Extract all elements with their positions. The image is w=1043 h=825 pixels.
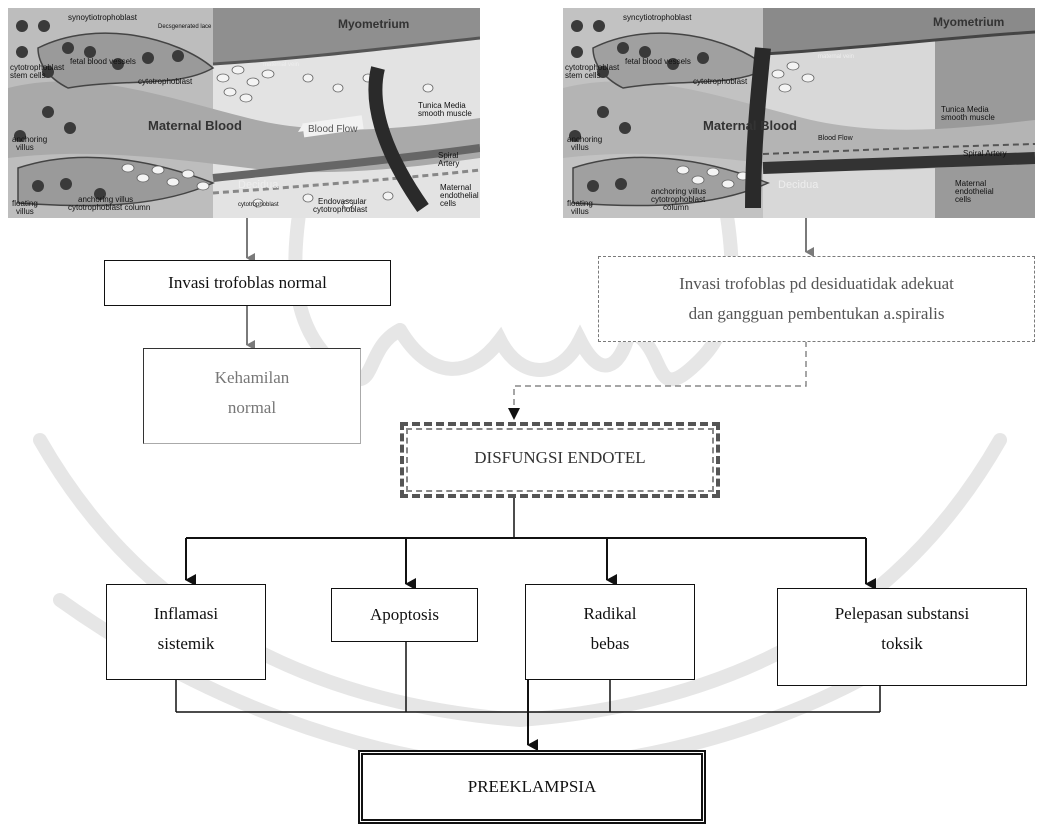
node-inflamasi-line2: sistemik [107, 629, 265, 659]
node-inflamasi-sistemik: Inflamasi sistemik [106, 584, 266, 680]
node-kehamilan-normal: Kehamilan normal [143, 348, 361, 444]
node-invasi-normal: Invasi trofoblas normal [104, 260, 391, 306]
node-radikal-line2: bebas [526, 629, 694, 659]
node-kehamilan-line2: normal [144, 393, 360, 423]
node-inflamasi-line1: Inflamasi [107, 599, 265, 629]
node-disfungsi-text: DISFUNGSI ENDOTEL [404, 426, 716, 490]
node-preeklampsia-text: PREEKLAMPSIA [363, 755, 701, 819]
node-preeklampsia: PREEKLAMPSIA [358, 750, 706, 824]
arrow-to-disfungsi [508, 408, 520, 420]
node-pelepasan-substansi: Pelepasan substansi toksik [777, 588, 1027, 686]
node-invasi-normal-text: Invasi trofoblas normal [105, 261, 390, 304]
node-radikal-line1: Radikal [526, 599, 694, 629]
node-radikal-bebas: Radikal bebas [525, 584, 695, 680]
node-kehamilan-line1: Kehamilan [144, 363, 360, 393]
node-pelepasan-line1: Pelepasan substansi [778, 599, 1026, 629]
node-apoptosis-text: Apoptosis [332, 589, 477, 640]
dashed-connector-to-disfungsi [514, 341, 806, 410]
node-pelepasan-line2: toksik [778, 629, 1026, 659]
node-apoptosis: Apoptosis [331, 588, 478, 642]
node-invasi-abnormal-line2: dan gangguan pembentukan a.spiralis [599, 299, 1034, 329]
node-disfungsi-endotel: DISFUNGSI ENDOTEL [400, 422, 720, 498]
node-invasi-abnormal-line1: Invasi trofoblas pd desiduatidak adekuat [599, 269, 1034, 299]
node-invasi-abnormal: Invasi trofoblas pd desiduatidak adekuat… [598, 256, 1035, 342]
